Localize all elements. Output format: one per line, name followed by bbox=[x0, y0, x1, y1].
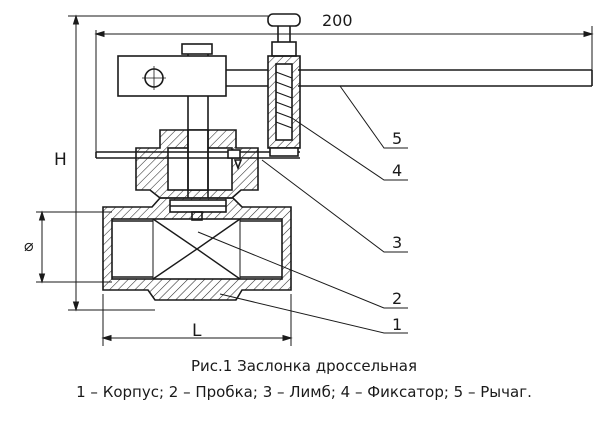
leader-lines bbox=[197, 85, 408, 334]
dimension-lines bbox=[36, 14, 594, 346]
figure-title: Рис.1 Заслонка дроссельная bbox=[190, 357, 417, 375]
lever-arm bbox=[298, 69, 593, 87]
dimension-200-label: 200 bbox=[322, 11, 353, 30]
callout-1: 1 bbox=[392, 315, 402, 334]
valve-body bbox=[102, 197, 292, 301]
callout-2: 2 bbox=[392, 289, 402, 308]
dimension-height-label: H bbox=[54, 150, 67, 170]
lever-hub bbox=[117, 55, 268, 97]
limb-housing bbox=[95, 129, 300, 199]
callout-5: 5 bbox=[392, 129, 402, 148]
dimension-length-label: L bbox=[192, 321, 202, 341]
callout-3: 3 bbox=[392, 233, 402, 252]
callout-4: 4 bbox=[392, 161, 402, 180]
dimension-diameter-label: ⌀ bbox=[24, 236, 34, 255]
fixator bbox=[267, 13, 301, 157]
figure-legend: 1 – Корпус; 2 – Пробка; 3 – Лимб; 4 – Фи… bbox=[76, 383, 532, 401]
